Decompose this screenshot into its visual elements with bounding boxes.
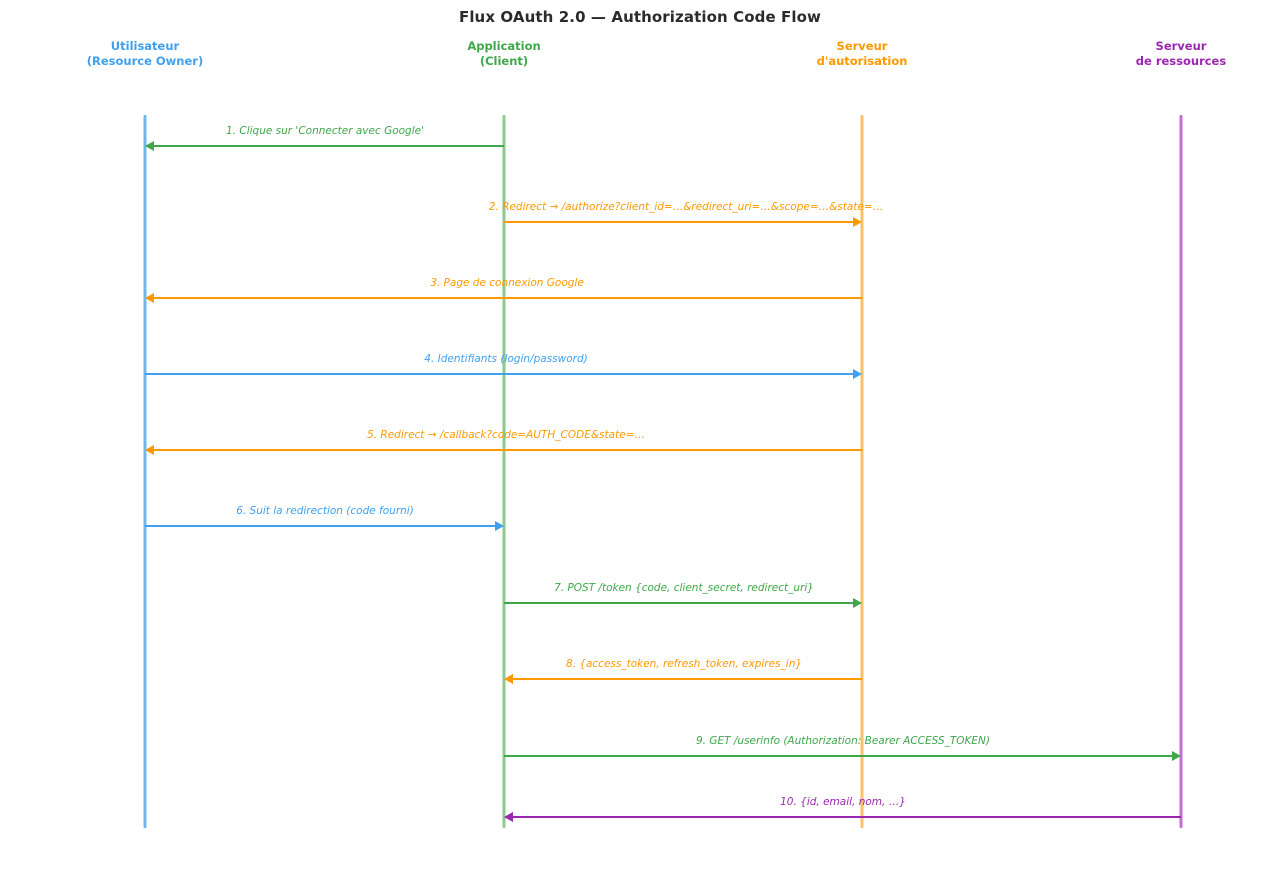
message-line [504, 755, 1174, 757]
message-label: 3. Page de connexion Google [430, 277, 584, 289]
message-arrowhead [145, 445, 154, 455]
message-arrowhead [504, 812, 513, 822]
message-arrowhead [853, 598, 862, 608]
message-arrowhead [853, 369, 862, 379]
lifeline-app [502, 115, 506, 828]
message-label: 1. Clique sur 'Connecter avec Google' [226, 125, 424, 137]
lifeline-resource [1179, 115, 1183, 828]
message-line [152, 145, 504, 147]
message-arrowhead [495, 521, 504, 531]
message-line [145, 373, 855, 375]
message-label: 2. Redirect → /authorize?client_id=…&red… [488, 201, 884, 213]
message-line [145, 525, 497, 527]
lifeline-user [143, 115, 147, 828]
message-arrowhead [145, 141, 154, 151]
message-line [504, 221, 855, 223]
actor-name-line2: (Client) [479, 54, 529, 68]
lifeline-auth [860, 115, 864, 828]
actor-name-line2: (Resource Owner) [86, 54, 204, 68]
message-label: 5. Redirect → /callback?code=AUTH_CODE&s… [367, 429, 645, 441]
message-label: 7. POST /token {code, client_secret, red… [554, 582, 814, 594]
message-arrowhead [504, 674, 513, 684]
message-line [152, 297, 862, 299]
actor-name-line2: d'autorisation [816, 54, 908, 68]
message-label: 9. GET /userinfo (Authorization: Bearer … [695, 735, 991, 747]
actor-name-line2: de ressources [1135, 54, 1227, 68]
message-arrowhead [145, 293, 154, 303]
actor-header-app: Application(Client) [467, 39, 540, 69]
message-label: 10. {id, email, nom, …} [780, 796, 906, 808]
message-arrowhead [1172, 751, 1181, 761]
message-label: 4. Identifiants (login/password) [424, 353, 588, 365]
message-label: 6. Suit la redirection (code fourni) [236, 505, 414, 517]
actor-name-line1: Utilisateur [110, 39, 180, 53]
page-title: Flux OAuth 2.0 — Authorization Code Flow [458, 8, 822, 26]
actor-name-line1: Serveur [836, 39, 888, 53]
message-line [511, 816, 1181, 818]
actor-name-line1: Serveur [1155, 39, 1207, 53]
message-label: 8. {access_token, refresh_token, expires… [565, 658, 803, 670]
actor-header-user: Utilisateur(Resource Owner) [87, 39, 203, 69]
message-line [504, 602, 855, 604]
message-line [511, 678, 862, 680]
actor-name-line1: Application [467, 39, 541, 53]
message-arrowhead [853, 217, 862, 227]
message-line [152, 449, 862, 451]
